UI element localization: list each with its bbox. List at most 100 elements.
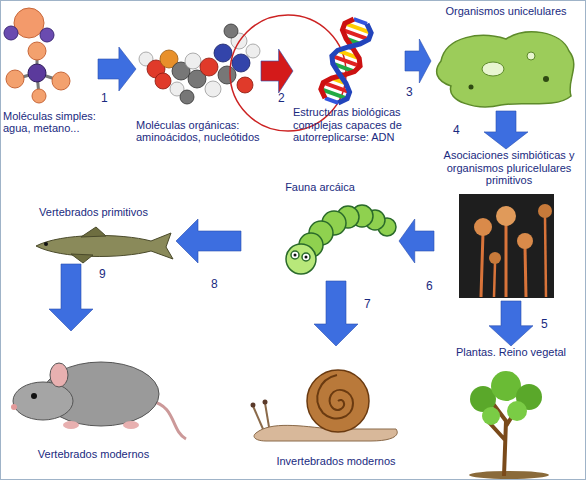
stage-box: Moléculas orgánicas: aminoácidos, nucleó… [136, 26, 261, 144]
snail [265, 403, 269, 427]
primitive-fish [44, 242, 48, 246]
primitive-fish [71, 254, 93, 263]
simple-molecules [28, 64, 46, 82]
evolution-arrow [489, 301, 533, 346]
slime-mold-photo [474, 218, 492, 236]
organic-molecule [155, 73, 171, 89]
stage-box: Organismos unicelulares [431, 5, 581, 111]
slime-mold-photo [505, 223, 508, 297]
snail [251, 403, 256, 408]
organic-molecule [237, 77, 253, 93]
simple-molecules [40, 28, 54, 42]
dna-helix [325, 98, 338, 103]
slime-mold-photo [481, 233, 483, 297]
organic-molecule [185, 53, 201, 69]
evolution-arrow [49, 264, 93, 331]
caterpillar [294, 254, 297, 257]
amoeba [543, 76, 549, 82]
primitive-fish [36, 233, 173, 259]
evolution-arrow [399, 219, 434, 263]
slime-mold-photo [517, 233, 533, 249]
stage-label: Invertebrados modernos [256, 455, 416, 468]
stage-label: Estructuras biológicas complejas capaces… [293, 106, 405, 144]
rat [13, 382, 73, 420]
stage-box: Vertebrados primitivos [11, 206, 176, 264]
primitive-fish [81, 227, 106, 237]
rat [11, 404, 17, 410]
dna-helix [354, 19, 367, 24]
caterpillar [286, 244, 316, 274]
slime-mold-photo [459, 194, 554, 298]
stage-box: Plantas. Reino vegetal [441, 346, 581, 478]
snail [253, 406, 263, 429]
snail [263, 400, 268, 405]
amoeba [527, 52, 535, 60]
stage-box: Asociaciones simbióticas y organismos pl… [434, 149, 584, 301]
simple-molecules [4, 8, 70, 103]
snail [317, 375, 353, 418]
snail [251, 370, 398, 441]
amoeba [469, 85, 474, 90]
rat [31, 393, 37, 399]
step-number: 2 [278, 91, 285, 105]
organic-molecule [214, 44, 232, 62]
slime-mold-photo [525, 247, 526, 297]
organic-molecule [200, 58, 218, 76]
stage-label: Vertebrados modernos [11, 448, 176, 461]
simple-molecules [52, 72, 70, 90]
organic-molecule [232, 54, 250, 72]
slime-mold-photo [494, 263, 495, 297]
stage-label: Plantas. Reino vegetal [441, 346, 581, 359]
rat [151, 401, 186, 439]
stage-label: Organismos unicelulares [431, 5, 581, 18]
evolution-arrow [176, 219, 241, 263]
dna-helix [318, 16, 374, 105]
simple-molecules [6, 70, 24, 88]
step-number: 3 [406, 85, 413, 99]
rat [123, 421, 139, 429]
step-number: 4 [453, 123, 460, 137]
stage-box: Vertebrados modernos [11, 331, 176, 461]
step-number: 5 [541, 317, 548, 331]
caterpillar [291, 251, 299, 259]
stage-label: Fauna arcáica [241, 181, 399, 194]
amoeba [437, 32, 574, 107]
evolution-arrow [314, 281, 358, 346]
stage-box: Invertebrados modernos [256, 346, 416, 468]
step-number: 9 [99, 267, 106, 281]
dna-helix [318, 17, 374, 106]
tree [507, 401, 527, 421]
stage-label: Moléculas simples: agua, metano... [3, 110, 98, 135]
organic-molecule [180, 90, 194, 104]
organic-molecule [205, 81, 221, 97]
step-number: 1 [101, 91, 108, 105]
organic-molecule [224, 24, 238, 38]
stage-label: Vertebrados primitivos [11, 206, 176, 219]
slime-mold-photo [489, 252, 501, 264]
evolution-arrow [484, 111, 528, 149]
organic-molecule [218, 66, 236, 84]
step-number: 7 [364, 297, 371, 311]
amoeba [437, 32, 574, 107]
evolution-arrow [98, 47, 136, 91]
evolution-arrow [261, 49, 293, 93]
simple-molecules [4, 26, 18, 40]
stage-label: Moléculas orgánicas: aminoácidos, nucleó… [136, 119, 261, 144]
step-number: 6 [426, 279, 433, 293]
slime-mold-photo [496, 206, 516, 226]
caterpillar [305, 256, 308, 259]
stage-box: Fauna arcáica [241, 181, 399, 281]
organic-molecule [139, 24, 260, 104]
amoeba [482, 62, 504, 76]
stage-box: Estructuras biológicas complejas capaces… [293, 19, 405, 144]
evolution-arrow [405, 39, 431, 83]
step-number: 8 [211, 277, 218, 291]
organic-molecule [246, 44, 260, 58]
simple-molecules [28, 42, 46, 60]
stage-box: Moléculas simples: agua, metano... [3, 3, 98, 135]
tree [469, 471, 549, 479]
tree [469, 371, 549, 479]
slime-mold-photo [538, 204, 552, 218]
